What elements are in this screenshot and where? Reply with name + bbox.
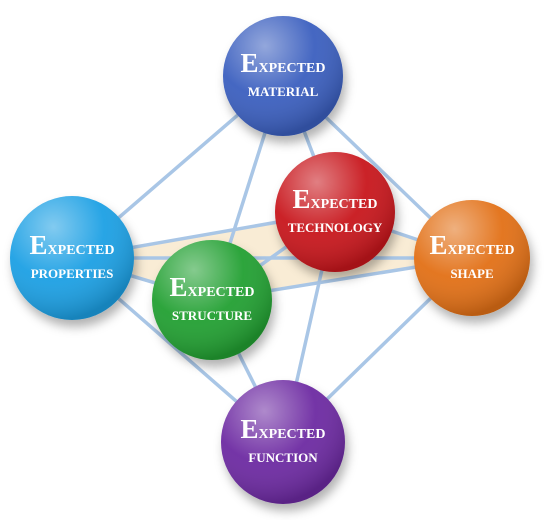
node-properties-gloss [10,196,134,320]
node-shape: EXPECTED SHAPE [414,200,530,316]
node-structure-gloss [152,240,272,360]
node-group: EXPECTEDMATERIALEXPECTEDPROPERTIESEXPECT… [10,16,530,504]
node-properties: EXPECTED PROPERTIES [10,196,134,320]
node-technology: EXPECTED TECHNOLOGY [275,152,395,272]
node-technology-subtitle: TECHNOLOGY [288,220,383,235]
node-shape-gloss [414,200,530,316]
node-function: EXPECTED FUNCTION [221,380,345,504]
node-structure-subtitle: STRUCTURE [172,308,252,323]
node-material-subtitle: MATERIAL [248,84,319,99]
node-properties-title: EXPECTED [30,230,115,260]
node-function-subtitle: FUNCTION [248,450,318,465]
node-function-gloss [221,380,345,504]
node-technology-title: EXPECTED [293,184,378,214]
node-shape-title: EXPECTED [430,230,515,260]
node-material: EXPECTED MATERIAL [223,16,343,136]
node-shape-subtitle: SHAPE [450,266,493,281]
node-structure: EXPECTED STRUCTURE [152,240,272,360]
node-material-gloss [223,16,343,136]
node-structure-title: EXPECTED [170,272,255,302]
node-technology-gloss [275,152,395,272]
node-material-title: EXPECTED [241,48,326,78]
node-properties-subtitle: PROPERTIES [31,266,114,281]
node-function-title: EXPECTED [241,414,326,444]
